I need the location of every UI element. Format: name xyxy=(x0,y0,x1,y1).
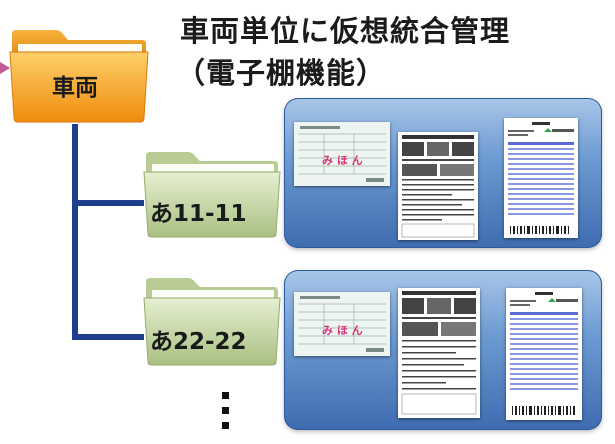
invoice-thumbnail[interactable] xyxy=(506,288,582,420)
root-folder[interactable]: 車両 xyxy=(8,28,150,124)
folder-green-icon xyxy=(143,152,281,238)
tree-connector-branch-1 xyxy=(72,200,144,206)
inspection-record-thumbnail[interactable] xyxy=(398,132,478,240)
tree-connector-branch-2 xyxy=(72,334,144,340)
folder-green-icon xyxy=(143,278,281,366)
vehicle-folder-1-label: あ11-11 xyxy=(150,201,247,227)
document-panel-1: み ほ ん xyxy=(284,98,602,248)
vehicle-folder-2[interactable]: あ22-22 xyxy=(142,276,282,366)
inspection-record-thumbnail[interactable] xyxy=(398,288,480,418)
page-title-line2: （電子棚機能） xyxy=(176,56,387,90)
root-folder-label: 車両 xyxy=(52,75,98,101)
registration-certificate-thumbnail[interactable]: み ほ ん xyxy=(294,292,390,356)
arrow-fragment-icon xyxy=(0,62,10,74)
folder-orange-icon xyxy=(9,30,149,123)
vehicle-folder-1[interactable]: あ11-11 xyxy=(142,150,282,238)
sample-stamp-text: み ほ ん xyxy=(322,324,363,337)
registration-certificate-thumbnail[interactable]: み ほ ん xyxy=(294,122,390,186)
document-panel-2: み ほ ん xyxy=(284,270,602,430)
page-title-line1: 車両単位に仮想統合管理 xyxy=(180,14,511,48)
sample-stamp-text: み ほ ん xyxy=(322,154,363,167)
more-items-ellipsis-icon xyxy=(222,392,229,437)
vehicle-folder-2-label: あ22-22 xyxy=(150,329,247,355)
invoice-thumbnail[interactable] xyxy=(504,118,578,238)
tree-connector-trunk xyxy=(72,124,78,340)
